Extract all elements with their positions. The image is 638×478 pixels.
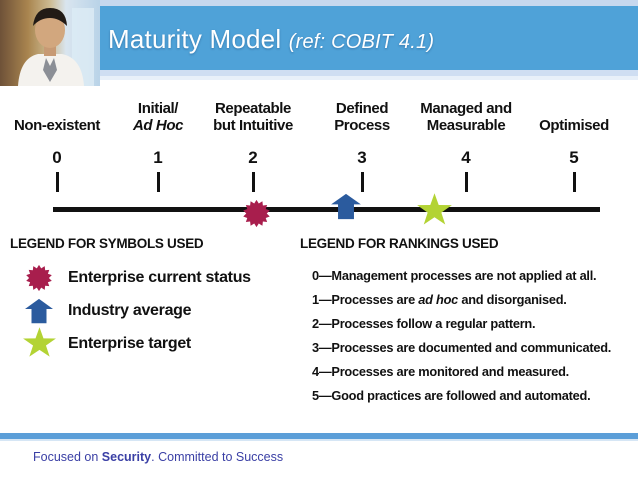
footer-divider-highlight [0, 439, 638, 441]
scale-label-5: Optimised [539, 117, 609, 134]
legend-rankings-title: LEGEND FOR RANKINGS USED [300, 236, 499, 251]
scale-number-2: 2 [248, 148, 258, 167]
arrow-up-icon [10, 298, 68, 324]
maturity-scale: Non-existent Initial/ Ad Hoc Repeatable … [0, 96, 638, 230]
header-bottom-strip [0, 70, 638, 76]
scale-number-0: 0 [52, 148, 62, 167]
scale-number-4: 4 [461, 148, 471, 167]
scale-tick-2 [252, 172, 255, 192]
presenter-photo [0, 0, 100, 86]
scale-tick-1 [157, 172, 160, 192]
page-title: Maturity Model (ref: COBIT 4.1) [108, 24, 434, 55]
arrow-up-icon [331, 193, 361, 220]
scale-label-0: Non-existent [13, 117, 101, 134]
starburst-icon [10, 264, 68, 292]
ranking-item-4: 4—Processes are monitored and measured. [312, 364, 569, 379]
scale-label-1: Initial/ Ad Hoc [132, 100, 184, 134]
ranking-item-0: 0—Management processes are not applied a… [312, 268, 597, 283]
ranking-item-2: 2—Processes follow a regular pattern. [312, 316, 536, 331]
scale-label-2: Repeatable but Intuitive [213, 100, 293, 134]
starburst-icon [243, 199, 270, 228]
scale-number-1: 1 [153, 148, 163, 167]
header-bottom-strip-2 [0, 76, 638, 80]
ranking-item-5: 5—Good practices are followed and automa… [312, 388, 591, 403]
scale-tick-5 [573, 172, 576, 192]
page-title-text: Maturity Model [108, 24, 282, 54]
scale-tick-3 [361, 172, 364, 192]
ranking-item-1: 1—Processes are ad hoc and disorganised. [312, 292, 567, 307]
legend-item-enterprise-target: Enterprise target [10, 327, 292, 360]
legend-item-current-status: Enterprise current status [10, 261, 292, 294]
legend-symbols-items: Enterprise current status Industry avera… [10, 261, 292, 360]
scale-tick-0 [56, 172, 59, 192]
star-icon [10, 327, 68, 360]
legend-item-industry-average: Industry average [10, 294, 292, 327]
legend-symbols-title: LEGEND FOR SYMBOLS USED [10, 236, 204, 251]
header-banner: Maturity Model (ref: COBIT 4.1) [0, 0, 638, 86]
scale-number-3: 3 [357, 148, 367, 167]
ranking-item-3: 3—Processes are documented and communica… [312, 340, 612, 355]
star-icon [417, 193, 452, 225]
scale-label-4: Managed and Measurable [420, 100, 512, 134]
scale-label-3: Defined Process [334, 100, 390, 134]
legend-rankings: LEGEND FOR RANKINGS USED 0—Management pr… [300, 236, 634, 408]
scale-axis-line [53, 207, 600, 212]
footer-tagline: Focused on Security. Committed to Succes… [33, 450, 284, 464]
footer-divider-bar [0, 433, 638, 439]
legend-symbols: LEGEND FOR SYMBOLS USED Enterprise curre… [10, 236, 292, 360]
page-title-ref: (ref: COBIT 4.1) [288, 31, 435, 53]
header-blue-band [0, 6, 638, 70]
scale-tick-4 [465, 172, 468, 192]
scale-number-5: 5 [569, 148, 579, 167]
legend-rankings-items: 0—Management processes are not applied a… [300, 264, 634, 408]
header-top-strip [0, 0, 638, 6]
